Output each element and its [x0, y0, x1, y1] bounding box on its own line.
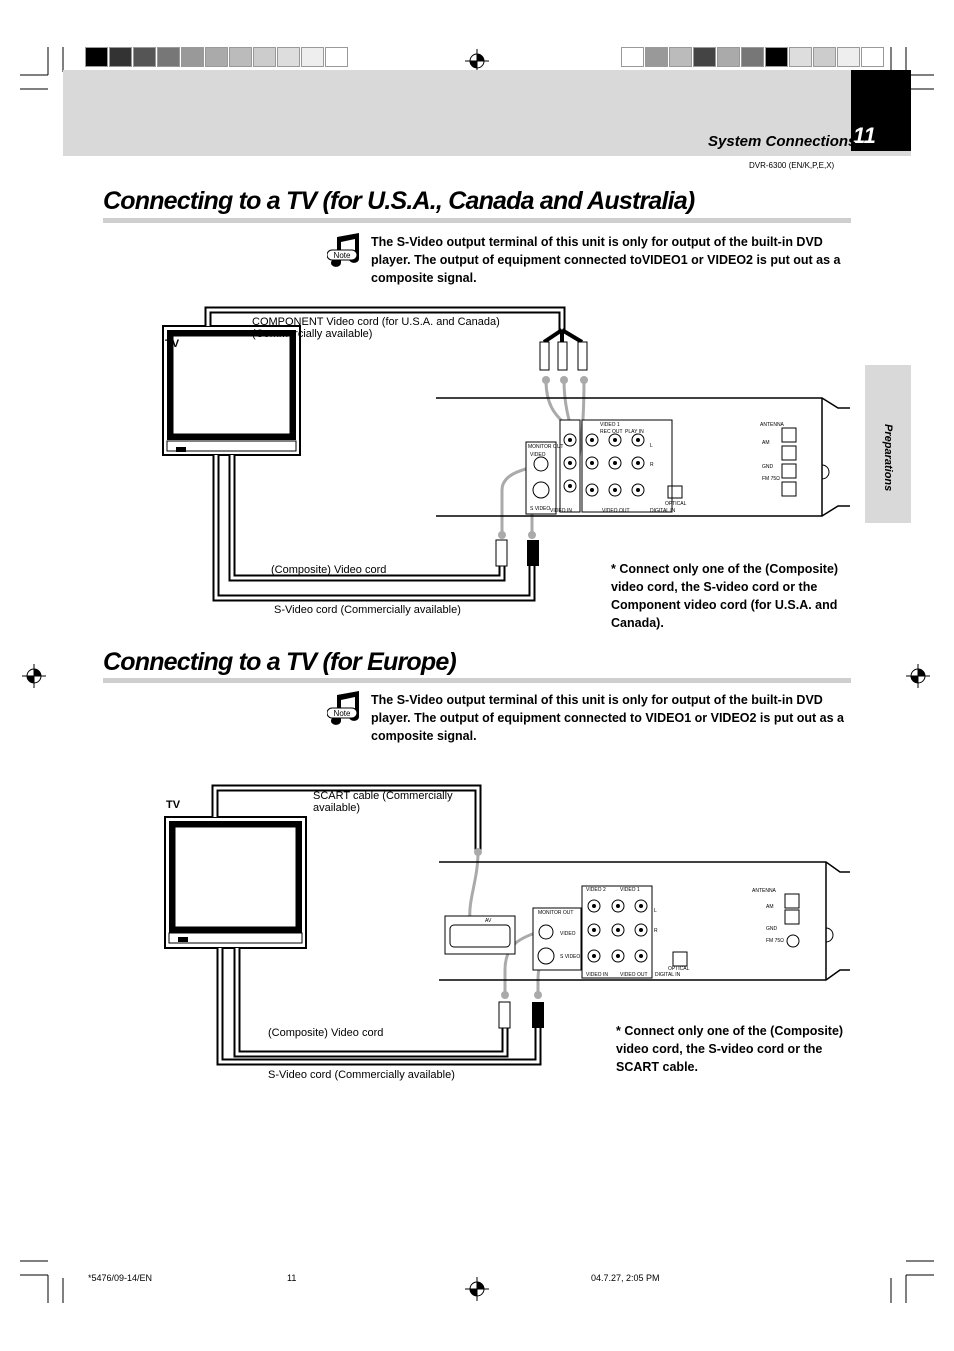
svg-text:AM: AM [766, 904, 774, 910]
color-registration-strip-right [621, 47, 885, 67]
svg-text:R: R [650, 462, 654, 468]
page-number-tab [851, 70, 911, 151]
section1-title-rule [103, 218, 851, 223]
diagram-us-connection: MONITOR OUT VIDEO S VIDEO VIDEO 1 REC OU… [162, 306, 850, 602]
svg-text:REC OUT: REC OUT [600, 429, 623, 435]
svg-text:GND: GND [766, 926, 778, 932]
page-number: 11 [853, 123, 876, 148]
tv-icon [162, 325, 301, 456]
section2-note: The S-Video output terminal of this unit… [371, 693, 844, 743]
svideo-cord-label: S-Video cord (Commercially available) [268, 1069, 455, 1081]
section1-note: The S-Video output terminal of this unit… [371, 235, 841, 285]
component-cord-label: COMPONENT Video cord (for U.S.A. and Can… [252, 316, 500, 340]
svg-text:S VIDEO: S VIDEO [530, 506, 550, 512]
note-icon: Note [327, 233, 359, 267]
svg-text:L: L [654, 908, 657, 914]
footer-page: 11 [287, 1273, 297, 1283]
svg-text:Note: Note [334, 251, 351, 260]
svg-text:FM 75Ω: FM 75Ω [766, 938, 784, 944]
svg-text:VIDEO: VIDEO [530, 452, 546, 458]
note-icon: Note [327, 691, 359, 725]
composite-cord-label: (Composite) Video cord [268, 1027, 384, 1039]
section2-connect-note: * Connect only one of the (Composite) vi… [616, 1024, 844, 1074]
svg-text:AV: AV [485, 918, 492, 924]
svg-text:VIDEO IN: VIDEO IN [550, 508, 572, 514]
svg-text:VIDEO IN: VIDEO IN [586, 972, 608, 978]
side-tab [865, 365, 911, 523]
svg-text:S VIDEO: S VIDEO [560, 954, 580, 960]
svg-text:GND: GND [762, 464, 774, 470]
tv-label: TV [166, 799, 181, 811]
svg-text:ANTENNA: ANTENNA [752, 888, 777, 894]
section1-connect-note: * Connect only one of the (Composite) vi… [611, 562, 839, 630]
header-band [63, 70, 911, 156]
footer-date: 04.7.27, 2:05 PM [591, 1273, 660, 1283]
svg-text:VIDEO 2: VIDEO 2 [586, 887, 606, 893]
section-label: System Connections [708, 133, 857, 150]
svideo-cord-label: S-Video cord (Commercially available) [274, 604, 461, 616]
scart-cable-label: SCART cable (Commercially available) [313, 790, 453, 814]
footer-code: *5476/09-14/EN [88, 1273, 153, 1283]
svg-text:R: R [654, 928, 658, 934]
section2-title: Connecting to a TV (for Europe) [103, 648, 457, 676]
section2-title-rule [103, 678, 851, 683]
svg-text:DIGITAL IN: DIGITAL IN [650, 508, 676, 514]
color-registration-strip-left [85, 47, 349, 67]
svg-text:PLAY IN: PLAY IN [625, 429, 644, 435]
svg-text:VIDEO OUT: VIDEO OUT [602, 508, 630, 514]
svg-text:ANTENNA: ANTENNA [760, 422, 785, 428]
svg-text:Note: Note [334, 709, 351, 718]
svg-text:VIDEO: VIDEO [560, 931, 576, 937]
tv-label: TV [165, 338, 180, 350]
svg-text:VIDEO OUT: VIDEO OUT [620, 972, 648, 978]
tv-icon [164, 816, 307, 949]
svg-text:VIDEO 1: VIDEO 1 [620, 887, 640, 893]
rear-panel-icon: MONITOR OUT VIDEO S VIDEO VIDEO 1 REC OU… [436, 397, 850, 517]
side-tab-label: Preparations [882, 424, 894, 492]
svg-text:VIDEO 1: VIDEO 1 [600, 422, 620, 428]
rear-panel-icon: MONITOR OUT VIDEO S VIDEO AV VIDEO 2 VID… [439, 861, 850, 981]
svg-text:DIGITAL IN: DIGITAL IN [655, 972, 681, 978]
svg-text:AM: AM [762, 440, 770, 446]
composite-cord-label: (Composite) Video cord [271, 564, 387, 576]
model-number: DVR-6300 (EN/K,P,E,X) [749, 161, 835, 170]
svg-text:OPTICAL: OPTICAL [665, 501, 687, 507]
section1-title: Connecting to a TV (for U.S.A., Canada a… [103, 187, 695, 215]
svg-text:FM 75Ω: FM 75Ω [762, 476, 780, 482]
diagram-europe-connection: MONITOR OUT VIDEO S VIDEO AV VIDEO 2 VID… [164, 784, 850, 1066]
svg-text:OPTICAL: OPTICAL [668, 966, 690, 972]
svg-text:L: L [650, 443, 653, 449]
svg-text:MONITOR OUT: MONITOR OUT [528, 444, 563, 450]
svg-text:MONITOR OUT: MONITOR OUT [538, 910, 573, 916]
